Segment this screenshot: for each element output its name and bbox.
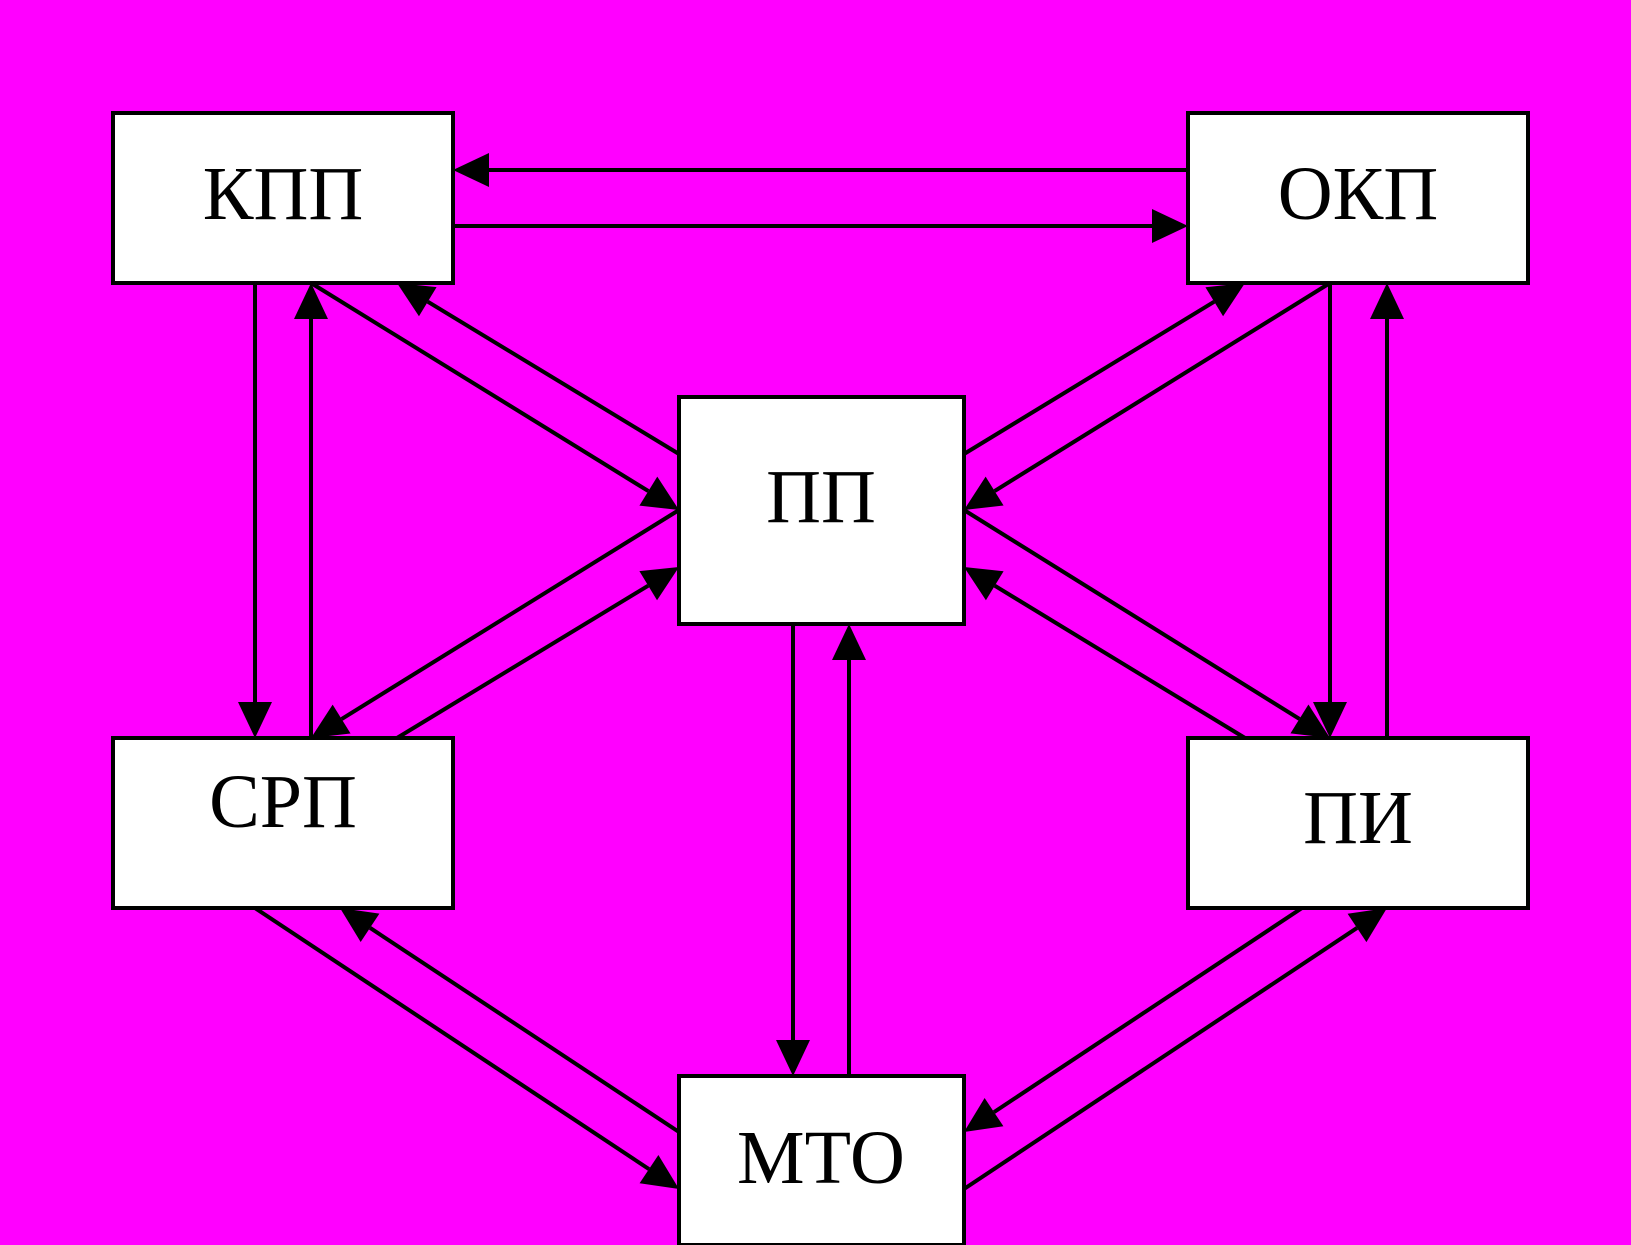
node-mto: МТО	[677, 1074, 966, 1245]
arrowhead-srp-to-pp	[639, 567, 679, 601]
node-mto-box	[677, 1074, 966, 1245]
node-pp-box	[677, 395, 966, 626]
edge-pi-to-pp	[993, 584, 1247, 740]
arrowhead-mto-to-pi	[1347, 908, 1387, 943]
arrowhead-kpp-to-srp	[238, 702, 272, 738]
edges-layer	[238, 153, 1404, 1191]
node-kpp-label: КПП	[203, 152, 363, 236]
edge-pp-to-pi	[962, 508, 1301, 721]
edge-srp-to-pp	[395, 583, 650, 740]
edge-pi-to-mto	[992, 906, 1304, 1114]
arrowhead-pp-to-mto	[776, 1040, 810, 1076]
node-pp: ПП	[677, 395, 966, 626]
node-kpp: КПП	[111, 111, 455, 285]
node-pi-label: ПИ	[1303, 776, 1413, 860]
arrowhead-srp-to-kpp	[294, 283, 328, 319]
edge-srp-to-mto	[253, 906, 651, 1171]
node-kpp-box	[111, 111, 455, 285]
edge-mto-to-pi	[962, 926, 1359, 1191]
edge-pp-to-kpp	[426, 299, 681, 456]
arrowhead-kpp-to-okp	[1152, 209, 1188, 243]
arrowhead-kpp-to-pp	[639, 476, 679, 510]
arrowhead-mto-to-pp	[832, 624, 866, 660]
arrowhead-pp-to-kpp	[397, 283, 437, 317]
node-pi-box	[1186, 736, 1530, 910]
node-pp-label: ПП	[766, 455, 876, 539]
edge-okp-to-pp	[993, 281, 1332, 493]
arrowhead-pi-to-pp	[964, 567, 1004, 601]
edge-mto-to-srp	[368, 926, 681, 1134]
node-srp: СРП	[111, 736, 455, 910]
arrowhead-okp-to-pi	[1313, 702, 1347, 738]
arrowhead-okp-to-kpp	[453, 153, 489, 187]
node-mto-label: МТО	[737, 1116, 905, 1200]
node-okp: ОКП	[1186, 111, 1530, 285]
arrowhead-srp-to-mto	[639, 1154, 679, 1189]
arrowhead-pp-to-srp	[311, 704, 351, 738]
node-pi: ПИ	[1186, 736, 1530, 910]
arrowhead-pi-to-mto	[964, 1097, 1004, 1132]
arrowhead-pp-to-pi	[1290, 704, 1330, 738]
arrowhead-mto-to-srp	[340, 908, 380, 943]
arrowhead-pi-to-okp	[1370, 283, 1404, 319]
edge-pp-to-srp	[340, 508, 681, 721]
node-okp-label: ОКП	[1278, 152, 1438, 236]
arrowhead-okp-to-pp	[964, 476, 1004, 510]
arrowhead-pp-to-okp	[1205, 283, 1245, 317]
edge-pp-to-okp	[962, 300, 1216, 456]
node-srp-box	[111, 736, 455, 910]
node-okp-box	[1186, 111, 1530, 285]
node-srp-label: СРП	[209, 760, 357, 844]
edge-kpp-to-pp	[309, 281, 650, 493]
